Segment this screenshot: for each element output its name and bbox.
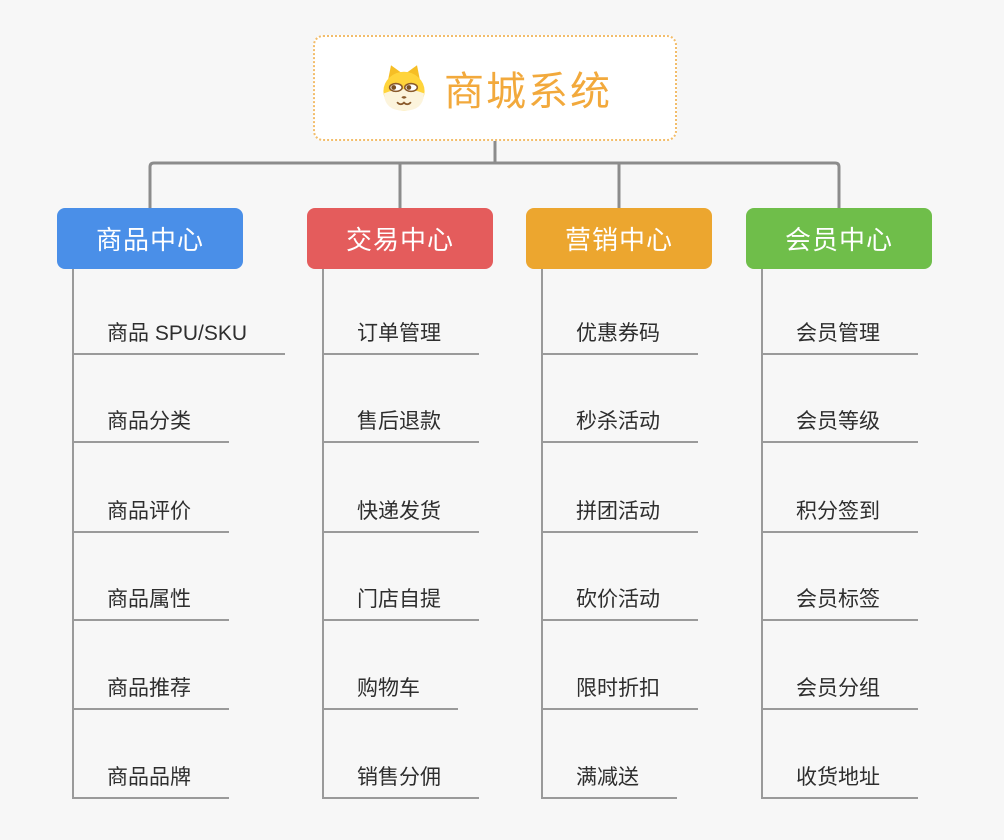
leaf-node[interactable]: 商品品牌 xyxy=(72,765,229,799)
leaf-node[interactable]: 会员标签 xyxy=(761,587,918,621)
branch-title: 营销中心 xyxy=(564,225,673,255)
root-node[interactable]: 商城系统 xyxy=(313,35,677,141)
leaf-node[interactable]: 拼团活动 xyxy=(541,499,698,533)
leaf-node[interactable]: 秒杀活动 xyxy=(541,409,698,443)
leaf-node[interactable]: 砍价活动 xyxy=(541,587,698,621)
tree-connector xyxy=(148,161,841,212)
leaf-node[interactable]: 会员分组 xyxy=(761,676,918,710)
leaf-node[interactable]: 商品属性 xyxy=(72,587,229,621)
branch-node-marketing-center[interactable]: 营销中心 xyxy=(526,208,712,269)
leaf-node[interactable]: 收货地址 xyxy=(761,765,918,799)
dog-mascot-icon xyxy=(383,65,425,111)
leaf-node[interactable]: 商品推荐 xyxy=(72,676,229,710)
branch-title: 商品中心 xyxy=(95,225,204,255)
leaf-node[interactable]: 快递发货 xyxy=(322,499,479,533)
leaf-node[interactable]: 商品分类 xyxy=(72,409,229,443)
leaf-node[interactable]: 购物车 xyxy=(322,676,458,710)
leaf-node[interactable]: 售后退款 xyxy=(322,409,479,443)
branch-spine-line xyxy=(72,269,74,799)
branch-node-member-center[interactable]: 会员中心 xyxy=(746,208,932,269)
branch-title: 会员中心 xyxy=(784,225,893,255)
leaf-node[interactable]: 限时折扣 xyxy=(541,676,698,710)
leaf-node[interactable]: 积分签到 xyxy=(761,499,918,533)
leaf-node[interactable]: 门店自提 xyxy=(322,587,479,621)
branch-spine-line xyxy=(541,269,543,799)
root-title: 商城系统 xyxy=(444,70,612,114)
leaf-node[interactable]: 销售分佣 xyxy=(322,765,479,799)
branch-spine-line xyxy=(322,269,324,799)
leaf-node[interactable]: 优惠券码 xyxy=(541,321,698,355)
branch-node-product-center[interactable]: 商品中心 xyxy=(57,208,243,269)
leaf-node[interactable]: 商品 SPU/SKU xyxy=(72,321,286,355)
branch-spine-line xyxy=(761,269,763,799)
branch-title: 交易中心 xyxy=(345,225,454,255)
leaf-node[interactable]: 满减送 xyxy=(541,765,677,799)
leaf-node[interactable]: 会员等级 xyxy=(761,409,918,443)
leaf-node[interactable]: 订单管理 xyxy=(322,321,479,355)
leaf-node[interactable]: 会员管理 xyxy=(761,321,918,355)
leaf-node[interactable]: 商品评价 xyxy=(72,499,229,533)
branch-node-trade-center[interactable]: 交易中心 xyxy=(307,208,493,269)
